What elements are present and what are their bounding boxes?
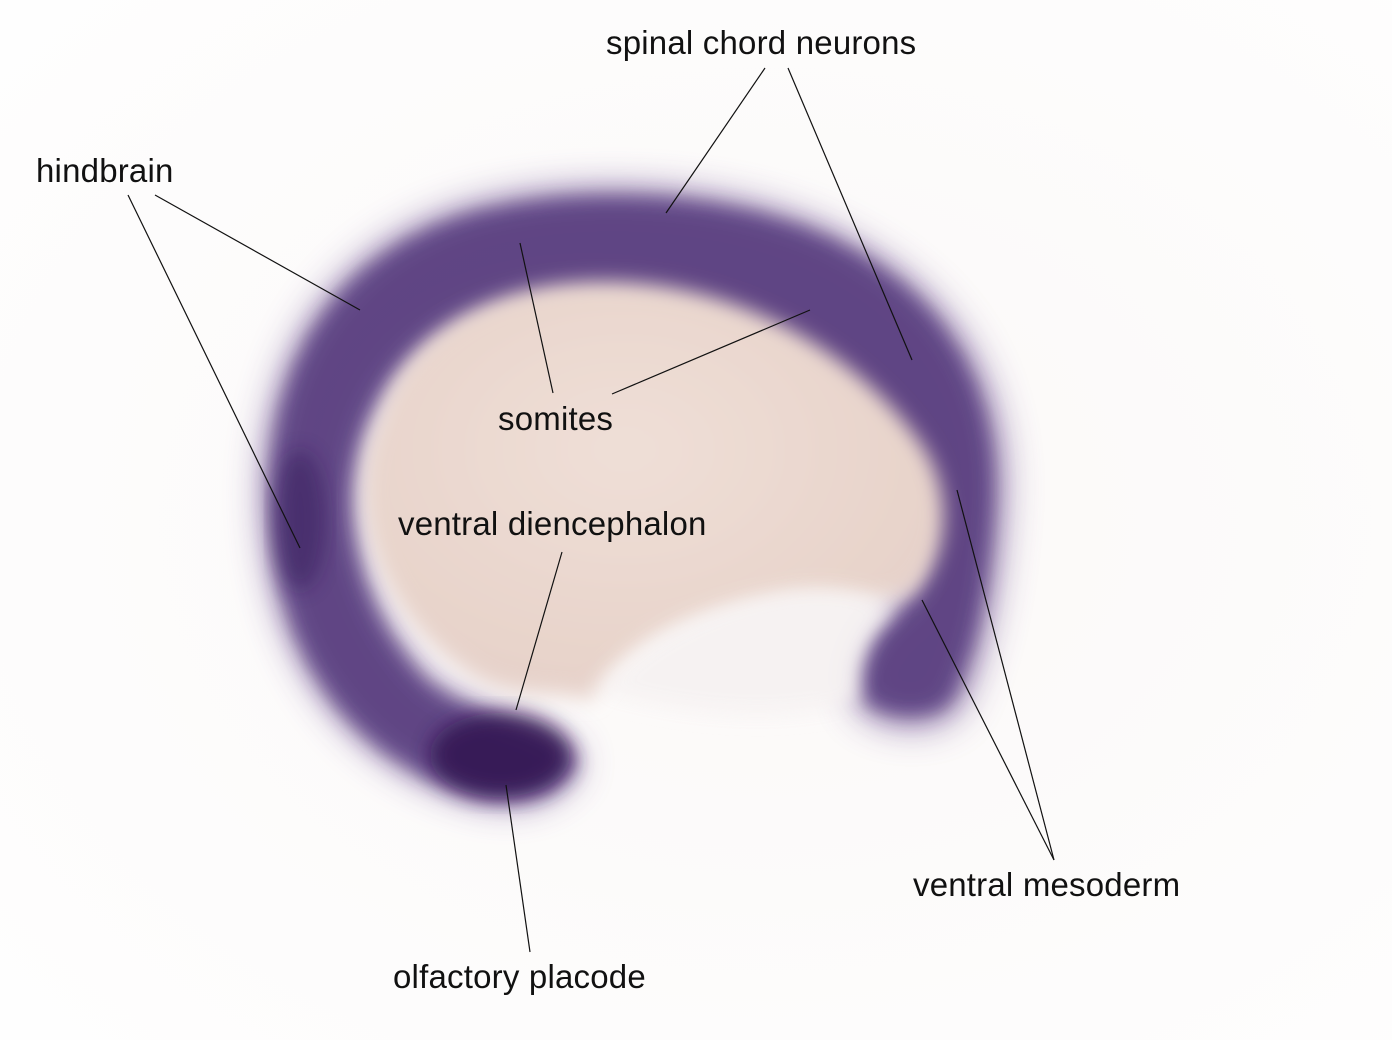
label-ventral-diencephalon: ventral diencephalon xyxy=(398,505,707,542)
label-somites: somites xyxy=(498,400,614,437)
leader-lines xyxy=(127,67,1055,953)
label-hindbrain: hindbrain xyxy=(36,152,174,189)
label-spinal-chord-neurons: spinal chord neurons xyxy=(606,24,917,61)
label-ventral-mesoderm: ventral mesoderm xyxy=(913,866,1181,903)
label-olfactory-placode: olfactory placode xyxy=(393,958,646,995)
hindbrain-stain xyxy=(274,450,326,590)
olfactory-placode-stain xyxy=(430,713,570,797)
yolk-light-region xyxy=(600,589,895,714)
